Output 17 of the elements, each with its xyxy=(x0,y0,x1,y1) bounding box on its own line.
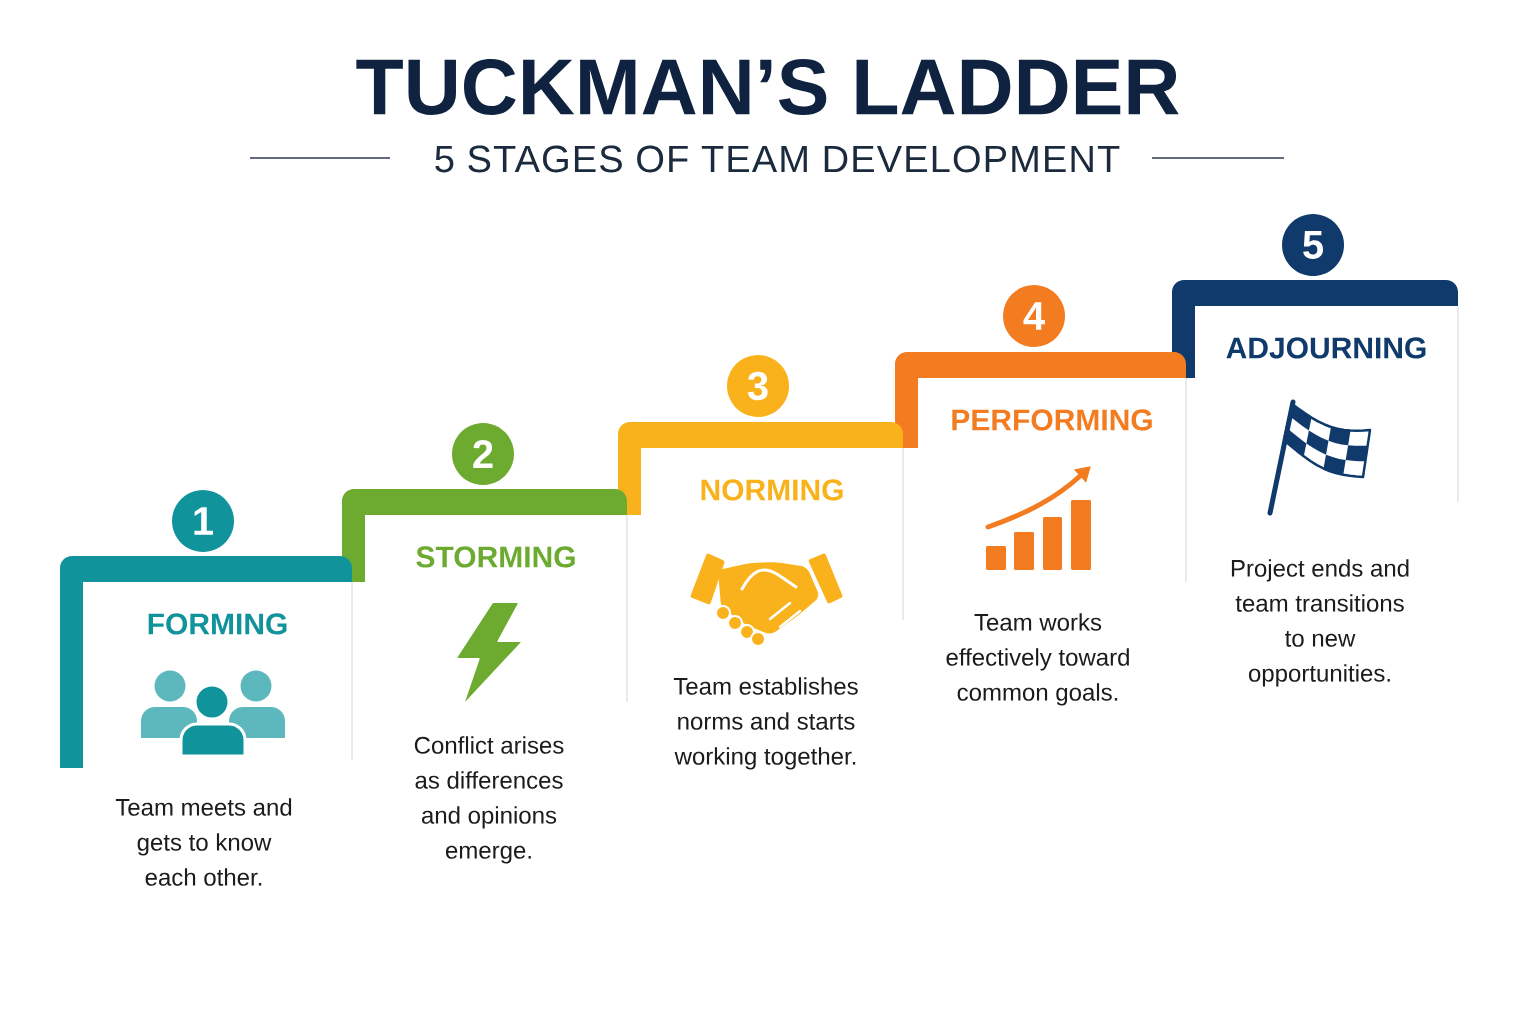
stage-title: FORMING xyxy=(148,613,287,635)
subtitle: 5 STAGES OF TEAM DEVELOPMENT xyxy=(435,145,1120,173)
stage-title: ADJOURNING xyxy=(1226,337,1426,359)
stage-description: Team meets and gets to know each other. xyxy=(115,798,292,886)
stage-title: STORMING xyxy=(416,546,575,568)
stage-description: Project ends and team transitions to new opportunities. xyxy=(1231,559,1409,687)
ladder-step xyxy=(618,422,904,770)
stage-description: Team works effectively toward common goals. xyxy=(946,613,1129,706)
stage-description: Conflict arises as differences and opinions emerge. xyxy=(414,736,564,864)
ladder-step xyxy=(60,556,353,886)
ladder-step xyxy=(895,352,1187,706)
stage-title: PERFORMING xyxy=(952,409,1152,431)
stage-title: NORMING xyxy=(701,479,843,501)
stage-description: Team establishes norms and starts working together. xyxy=(673,677,858,770)
ladder-step xyxy=(1172,280,1459,687)
ladder-step xyxy=(342,489,628,864)
title: TUCKMAN’S LADDER xyxy=(356,59,1179,115)
